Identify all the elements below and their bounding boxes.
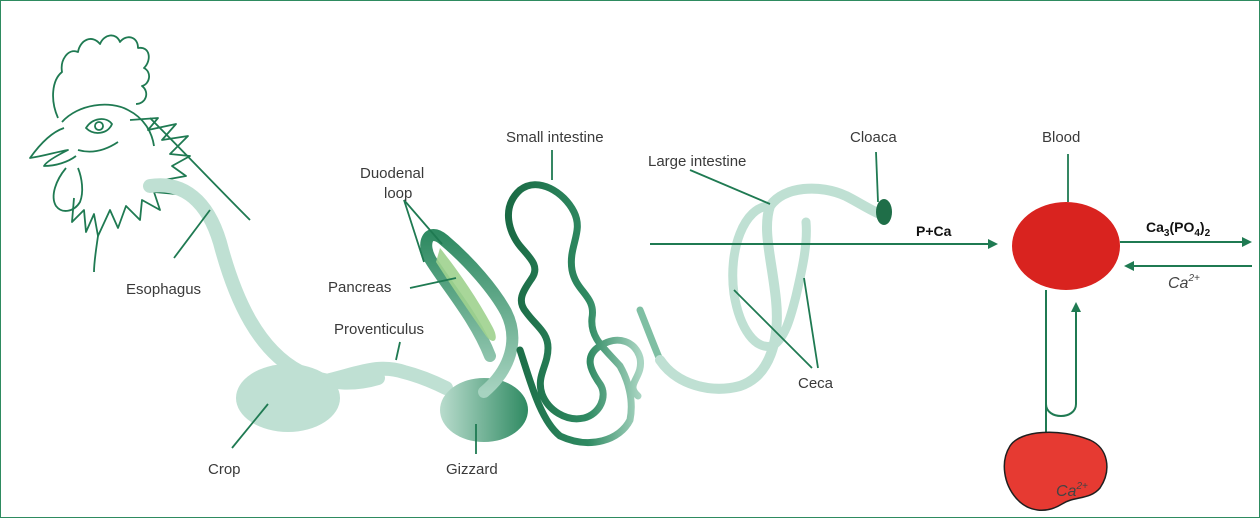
crop-label: Crop <box>208 461 241 478</box>
large-intestine-leader <box>690 170 770 204</box>
p-ca-label: P+Ca <box>916 223 952 239</box>
gizzard-label: Gizzard <box>446 461 498 478</box>
comb <box>53 35 149 118</box>
small-intestine-label: Small intestine <box>506 129 604 146</box>
ca-ion-2: Ca <box>1056 483 1077 500</box>
proventiculus-leader <box>396 342 400 360</box>
blood-pool <box>1012 202 1120 290</box>
face-line <box>78 142 118 152</box>
large-intestine-label: Large intestine <box>648 153 746 170</box>
duodenal-label-line1: Duodenal <box>360 165 424 182</box>
neck-feathers <box>72 118 190 236</box>
cloaca-label: Cloaca <box>850 129 897 146</box>
ceca-label: Ceca <box>798 375 834 392</box>
calcium-ion-label-blood: Ca2+ <box>1168 273 1200 292</box>
small-intestine-tube <box>508 185 640 443</box>
small-intestine-tail <box>640 310 660 360</box>
large-intestine-tube <box>660 189 880 389</box>
flow-arrows <box>650 242 1252 472</box>
ca-ion-1: Ca <box>1168 275 1189 292</box>
blood-label: Blood <box>1042 129 1080 146</box>
wattle <box>54 168 83 211</box>
bone-return-arrow <box>1046 304 1076 416</box>
calcium-phosphate-label: Ca3(PO4)2 <box>1146 219 1211 239</box>
ca-ion-2-sup: 2+ <box>1075 481 1088 492</box>
beak <box>30 128 76 166</box>
eye-pupil <box>95 122 103 130</box>
ceca-leader-2 <box>804 278 818 368</box>
po4-subscript-2: 2 <box>1205 228 1211 239</box>
esophagus-leader <box>174 210 210 258</box>
cloaca <box>876 199 892 225</box>
po4-open: (PO <box>1169 219 1194 235</box>
digestive-tract <box>150 185 892 443</box>
duodenal-label-line2: loop <box>384 185 412 202</box>
neck-front <box>94 236 98 272</box>
crop <box>236 364 340 432</box>
ca3-text: Ca <box>1146 219 1164 235</box>
duodenal-leader-1 <box>404 200 424 262</box>
pancreas-label: Pancreas <box>328 279 391 296</box>
head-outline <box>62 105 154 146</box>
cloaca-leader <box>876 152 878 202</box>
esophagus-label: Esophagus <box>126 281 201 298</box>
ca-ion-1-sup: 2+ <box>1187 273 1200 284</box>
proventiculus-label: Proventiculus <box>334 321 424 338</box>
